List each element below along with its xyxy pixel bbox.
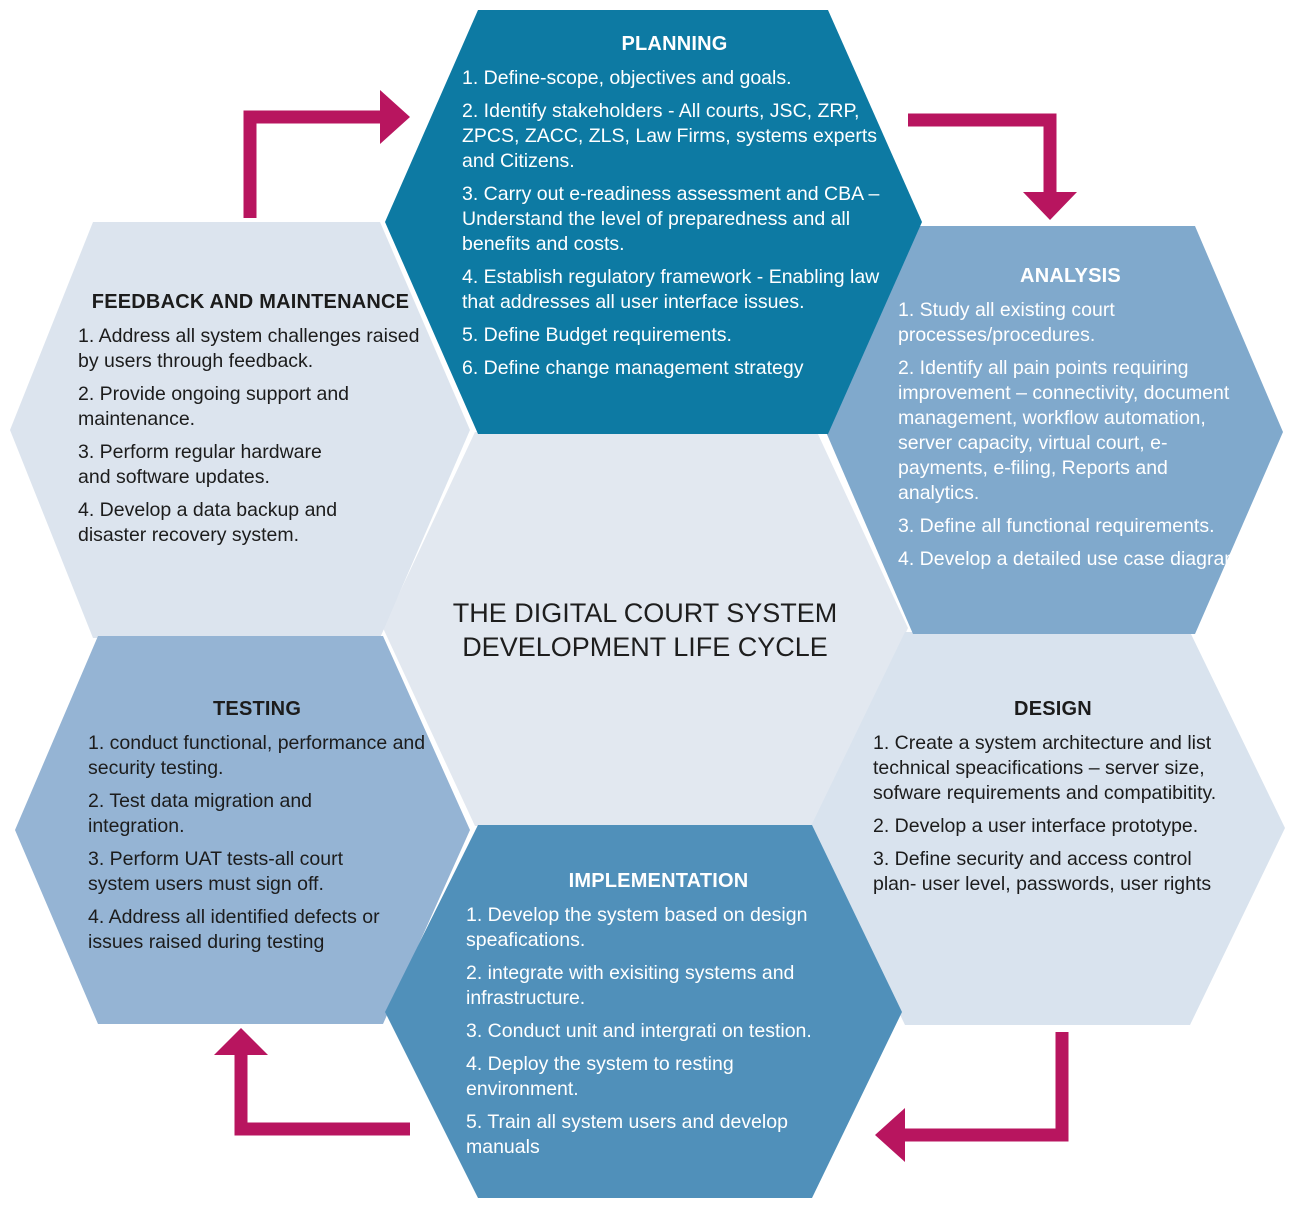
planning-hexagon xyxy=(385,10,922,434)
feedback-item: 1. Address all system challenges raised … xyxy=(78,325,420,372)
planning-phase: PLANNING 1. Define-scope, objectives and… xyxy=(462,32,887,389)
arrow-planning-to-analysis xyxy=(908,113,1077,220)
testing-title: TESTING xyxy=(213,698,302,720)
planning-item: 3. Carry out e-readiness assessment and … xyxy=(462,183,880,255)
testing-item: 1. conduct functional, performance and s… xyxy=(88,732,426,779)
design-phase: DESIGN 1. Create a system architecture a… xyxy=(873,697,1233,905)
arrow-design-to-implementation xyxy=(875,1032,1069,1162)
diagram-title: THE DIGITAL COURT SYSTEM DEVELOPMENT LIF… xyxy=(420,596,870,664)
testing-item: 2. Test data migration and integration. xyxy=(88,790,313,837)
implementation-item: 3. Conduct unit and intergrati on testio… xyxy=(466,1020,812,1042)
implementation-item: 4. Deploy the system to resting environm… xyxy=(466,1053,734,1100)
feedback-hexagon xyxy=(10,222,470,638)
design-item: 2. Develop a user interface prototype. xyxy=(873,815,1199,837)
planning-item: 4. Establish regulatory framework - Enab… xyxy=(462,266,880,313)
implementation-item: 5. Train all system users and develop ma… xyxy=(466,1111,788,1158)
analysis-item: 3. Define all functional requirements. xyxy=(898,515,1215,537)
feedback-item: 2. Provide ongoing support and maintenan… xyxy=(78,383,350,430)
design-item: 1. Create a system architecture and list… xyxy=(873,732,1217,804)
implementation-title: IMPLEMENTATION xyxy=(568,870,749,892)
planning-item: 2. Identify stakeholders - All courts, J… xyxy=(462,100,877,172)
feedback-item: 4. Develop a data backup and disaster re… xyxy=(78,499,338,546)
analysis-item: 4. Develop a detailed use case diagram xyxy=(898,548,1241,570)
center-hexagon xyxy=(383,432,908,826)
implementation-phase: IMPLEMENTATION 1. Develop the system bas… xyxy=(466,869,851,1168)
analysis-title: ANALYSIS xyxy=(1020,265,1121,287)
analysis-phase: ANALYSIS 1. Study all existing court pro… xyxy=(898,264,1243,580)
implementation-hexagon xyxy=(385,825,902,1198)
feedback-item: 3. Perform regular hardware and software… xyxy=(78,441,322,488)
diagram-title-line-2: DEVELOPMENT LIFE CYCLE xyxy=(462,632,828,662)
testing-phase: TESTING 1. conduct functional, performan… xyxy=(88,697,428,963)
design-title: DESIGN xyxy=(1014,698,1092,720)
diagram-title-line-1: THE DIGITAL COURT SYSTEM xyxy=(452,598,838,628)
arrow-implementation-to-testing xyxy=(214,1028,410,1136)
analysis-item: 1. Study all existing court processes/pr… xyxy=(898,299,1115,346)
testing-item: 4. Address all identified defects or iss… xyxy=(88,906,380,953)
implementation-item: 1. Develop the system based on design sp… xyxy=(466,904,808,951)
design-hexagon xyxy=(810,632,1285,1025)
analysis-hexagon xyxy=(826,226,1283,634)
planning-title: PLANNING xyxy=(621,33,728,55)
design-item: 3. Define security and access control pl… xyxy=(873,848,1212,895)
planning-item: 6. Define change management strategy xyxy=(462,357,804,379)
planning-item: 1. Define-scope, objectives and goals. xyxy=(462,67,792,89)
arrow-feedback-to-planning xyxy=(243,90,410,218)
analysis-item: 2. Identify all pain points requiring im… xyxy=(898,357,1230,504)
testing-hexagon xyxy=(15,636,470,1024)
testing-item: 3. Perform UAT tests-all court system us… xyxy=(88,848,344,895)
feedback-phase: FEEDBACK AND MAINTENANCE 1. Address all … xyxy=(78,290,423,556)
feedback-title: FEEDBACK AND MAINTENANCE xyxy=(91,291,410,313)
planning-item: 5. Define Budget requirements. xyxy=(462,324,732,346)
implementation-item: 2. integrate with exisiting systems and … xyxy=(466,962,795,1009)
